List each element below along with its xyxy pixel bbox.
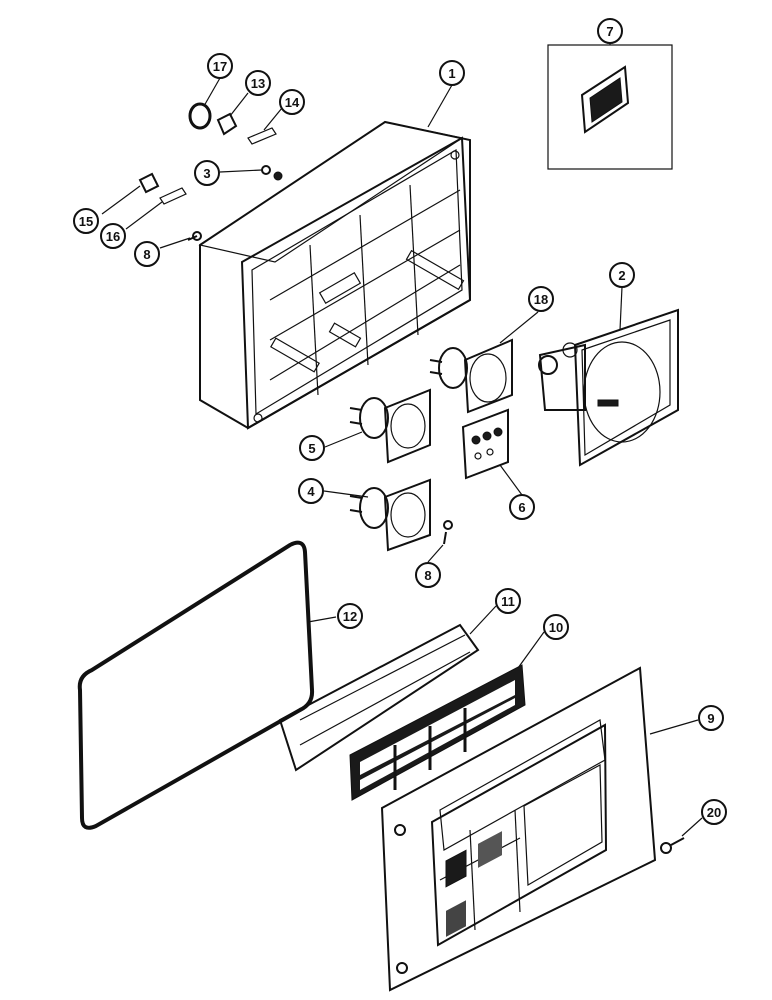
gauge-part-4 bbox=[349, 478, 431, 552]
callout-5: 5 bbox=[299, 435, 325, 461]
callout-label: 14 bbox=[285, 95, 300, 110]
leader-16 bbox=[125, 201, 163, 230]
callout-9: 9 bbox=[698, 705, 724, 731]
callout-label: 4 bbox=[307, 484, 315, 499]
callouts: 1 2 3 4 5 6 7 8 8 9 10 11 12 13 14 15 16… bbox=[73, 18, 727, 825]
leader-5 bbox=[324, 431, 363, 448]
leader-14 bbox=[263, 107, 283, 131]
leader-13 bbox=[229, 92, 249, 117]
callout-13: 13 bbox=[245, 70, 271, 96]
callout-6: 6 bbox=[509, 494, 535, 520]
callout-10: 10 bbox=[543, 614, 569, 640]
leader-6 bbox=[499, 464, 523, 496]
front-panel-part-9 bbox=[380, 666, 657, 992]
callout-label: 11 bbox=[501, 594, 515, 609]
gauge-part-18 bbox=[429, 338, 513, 414]
leader-10 bbox=[517, 631, 545, 669]
bezel-strip-part-11 bbox=[278, 623, 480, 772]
callout-label: 8 bbox=[424, 568, 431, 583]
callout-15: 15 bbox=[73, 208, 99, 234]
callout-12: 12 bbox=[337, 603, 363, 629]
callout-label: 17 bbox=[213, 59, 227, 74]
callout-8-lower: 8 bbox=[415, 562, 441, 588]
gasket-part-12 bbox=[77, 540, 315, 830]
hardware-parts bbox=[138, 102, 685, 854]
leader-8b bbox=[427, 544, 444, 563]
callout-14: 14 bbox=[279, 89, 305, 115]
leader-12 bbox=[307, 616, 337, 623]
callout-4: 4 bbox=[298, 478, 324, 504]
callout-label: 5 bbox=[308, 441, 315, 456]
callout-16: 16 bbox=[100, 223, 126, 249]
leader-15 bbox=[101, 185, 141, 215]
grille-part-10 bbox=[349, 664, 526, 801]
callout-label: 12 bbox=[343, 609, 357, 624]
callout-label: 16 bbox=[106, 229, 120, 244]
callout-2: 2 bbox=[609, 262, 635, 288]
callout-11: 11 bbox=[495, 588, 521, 614]
leader-1 bbox=[427, 84, 453, 128]
leader-3 bbox=[219, 169, 263, 173]
callout-label: 10 bbox=[549, 620, 563, 635]
callout-label: 13 bbox=[251, 76, 265, 91]
callout-label: 3 bbox=[203, 166, 210, 181]
leader-2 bbox=[619, 286, 623, 331]
callout-7: 7 bbox=[597, 18, 623, 44]
callout-label: 6 bbox=[518, 500, 525, 515]
callout-label: 1 bbox=[448, 66, 455, 81]
callout-label: 2 bbox=[618, 268, 625, 283]
leader-lines bbox=[101, 43, 703, 837]
housing-part-1 bbox=[198, 120, 472, 430]
leader-8a bbox=[159, 237, 191, 249]
callout-label: 7 bbox=[606, 24, 613, 39]
callout-17: 17 bbox=[207, 53, 233, 79]
callout-label: 20 bbox=[707, 805, 721, 820]
callout-label: 8 bbox=[143, 247, 150, 262]
leader-17 bbox=[203, 77, 221, 107]
callout-20: 20 bbox=[701, 799, 727, 825]
leader-20 bbox=[681, 817, 703, 837]
callout-label: 18 bbox=[534, 292, 548, 307]
callout-3: 3 bbox=[194, 160, 220, 186]
gauge-part-5 bbox=[349, 388, 431, 464]
callout-label: 15 bbox=[79, 214, 93, 229]
leader-18 bbox=[499, 311, 539, 344]
callout-18: 18 bbox=[528, 286, 554, 312]
leader-9 bbox=[649, 719, 699, 735]
callout-8-upper: 8 bbox=[134, 241, 160, 267]
callout-1: 1 bbox=[439, 60, 465, 86]
indicator-block-part-6 bbox=[461, 408, 509, 480]
leader-11 bbox=[469, 605, 497, 635]
callout-label: 9 bbox=[707, 711, 714, 726]
gauge-part-2 bbox=[538, 308, 679, 467]
inset-part-7 bbox=[547, 44, 673, 170]
leader-4 bbox=[323, 490, 369, 498]
